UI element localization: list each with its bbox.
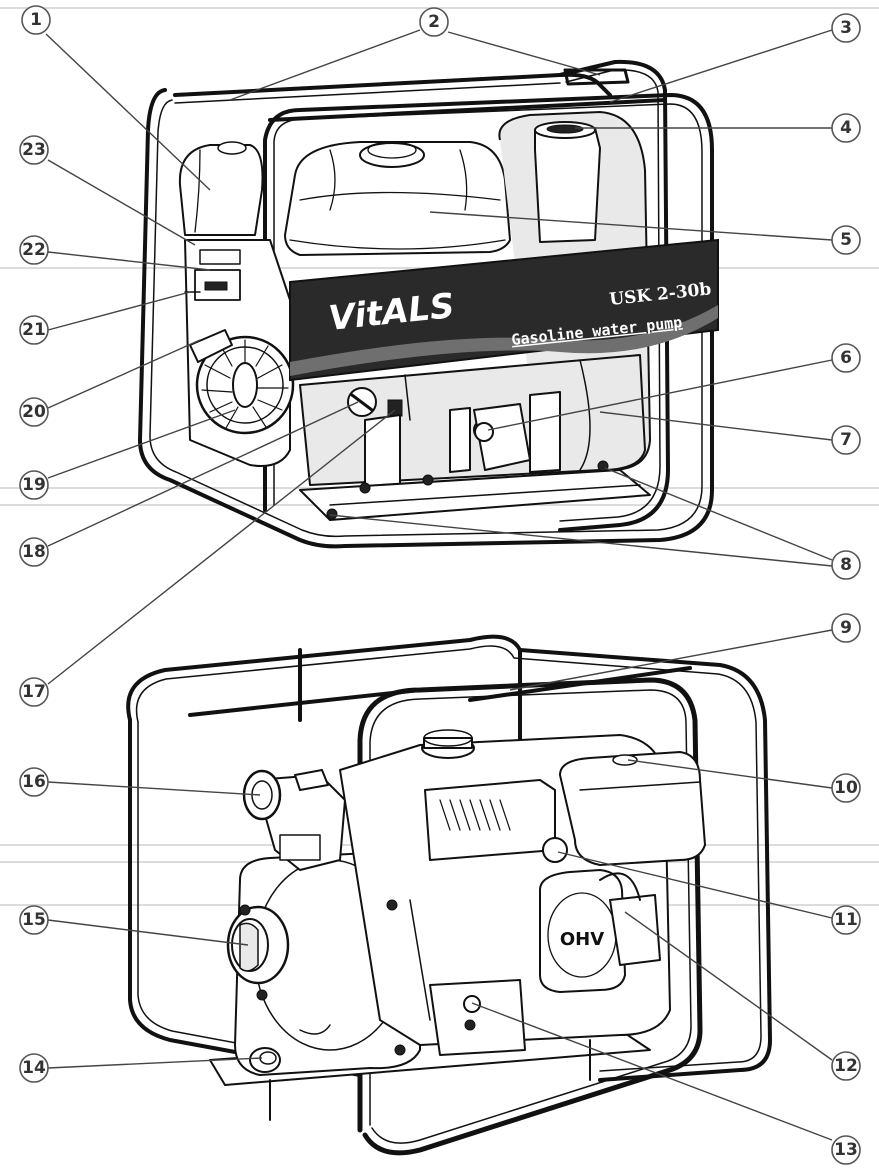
svg-text:7: 7 [840,430,852,450]
callout-5: 5 [831,225,861,255]
callout-6: 6 [831,343,861,373]
callout-1: 1 [21,5,51,35]
callout-17: 17 [19,677,49,707]
callout-7: 7 [831,425,861,455]
svg-text:9: 9 [840,618,852,638]
svg-text:6: 6 [840,348,852,368]
svg-text:18: 18 [22,542,46,562]
callout-14: 14 [19,1053,49,1083]
callout-18: 18 [19,537,49,567]
svg-text:17: 17 [22,682,46,702]
svg-text:2: 2 [428,12,440,32]
svg-text:20: 20 [22,402,46,422]
svg-text:16: 16 [22,772,46,792]
brand-banner [289,238,719,382]
callout-12: 12 [831,1051,861,1081]
svg-text:15: 15 [22,910,46,930]
svg-text:8: 8 [840,555,852,575]
ohv-label: OHV [560,929,604,950]
callout-23: 23 [19,135,49,165]
svg-text:14: 14 [22,1058,46,1078]
callout-21: 21 [19,315,49,345]
callout-11: 11 [831,905,861,935]
leader-lines [45,29,833,1141]
svg-text:1: 1 [30,10,42,30]
callout-3: 3 [831,13,861,43]
callout-22: 22 [19,235,49,265]
svg-text:21: 21 [22,320,46,340]
callout-8: 8 [831,550,861,580]
callout-4: 4 [831,113,861,143]
callout-2: 2 [419,7,449,37]
svg-text:5: 5 [840,230,852,250]
callout-10: 10 [831,773,861,803]
svg-text:13: 13 [834,1140,858,1160]
svg-text:10: 10 [834,778,858,798]
pump-front-view: VitALS USK 2-30b Gasoline water pump [138,59,719,549]
svg-text:11: 11 [834,910,858,930]
pump-rear-view: OHV [126,634,772,1156]
callout-9: 9 [831,613,861,643]
svg-text:22: 22 [22,240,46,260]
svg-text:19: 19 [22,475,46,495]
callout-19: 19 [19,470,49,500]
callout-20: 20 [19,397,49,427]
callout-13: 13 [831,1135,861,1165]
svg-text:4: 4 [840,118,852,138]
svg-text:23: 23 [22,140,46,160]
svg-text:3: 3 [840,18,852,38]
svg-text:12: 12 [834,1056,858,1076]
callout-16: 16 [19,767,49,797]
callout-15: 15 [19,905,49,935]
